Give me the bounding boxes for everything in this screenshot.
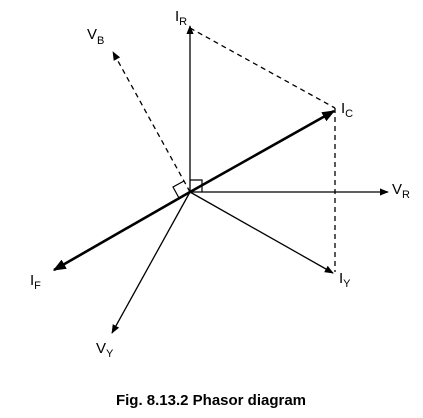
dashed-line-ir-ic bbox=[189, 27, 336, 109]
phasor-ic bbox=[189, 109, 336, 194]
label-ic: IC bbox=[341, 100, 353, 120]
phasor-if bbox=[52, 190, 191, 272]
right-angle-marker-vb-if bbox=[172, 180, 185, 199]
label-vb: VB bbox=[87, 26, 104, 47]
label-iy: IY bbox=[339, 270, 351, 290]
label-if: IF bbox=[30, 272, 41, 292]
figure-caption: Fig. 8.13.2 Phasor diagram bbox=[116, 392, 306, 409]
right-angle-marker-ir-vr bbox=[190, 179, 203, 192]
label-vy: VY bbox=[96, 340, 114, 360]
phasor-vy bbox=[111, 191, 191, 334]
phasor-vb bbox=[112, 51, 191, 193]
phasor-iy bbox=[189, 191, 334, 274]
label-vr: VR bbox=[392, 181, 410, 201]
label-ir: IR bbox=[175, 8, 187, 28]
